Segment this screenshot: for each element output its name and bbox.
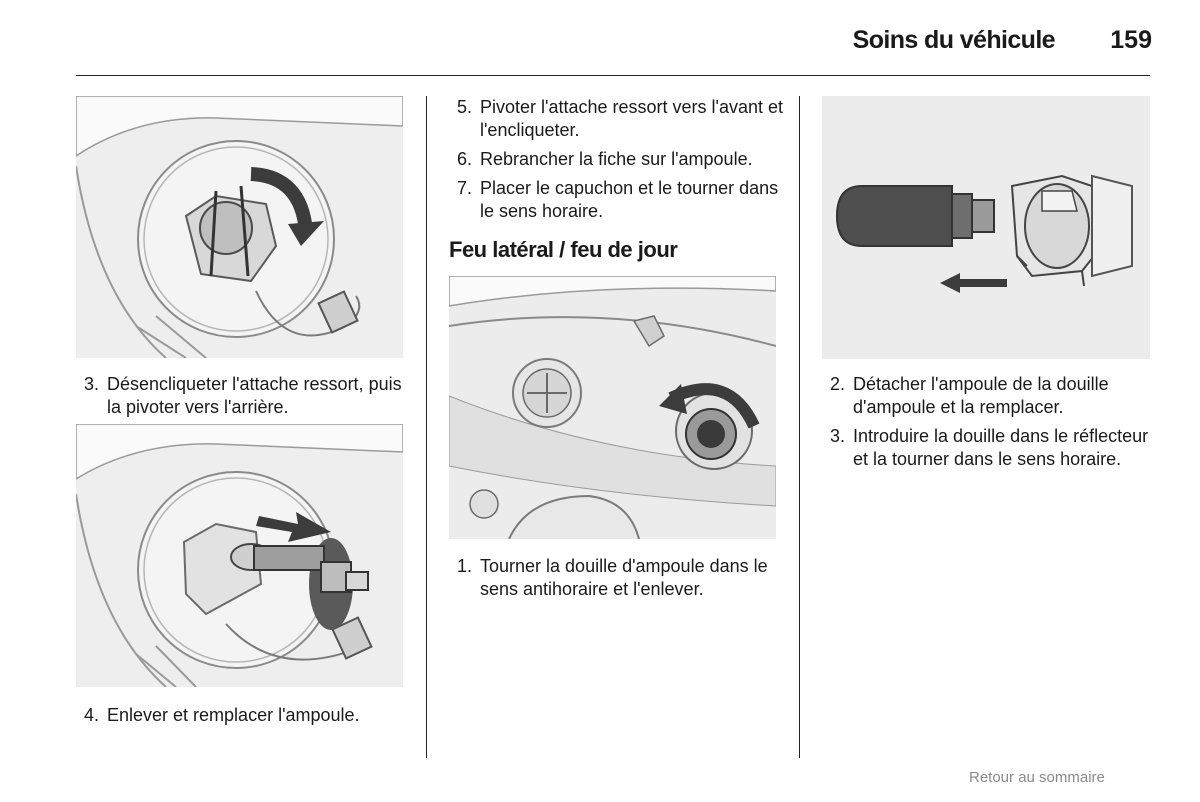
instruction-list-middle-a: 5. Pivoter l'attache ressort vers l'avan… — [449, 96, 789, 229]
instruction-step: 7. Placer le capuchon et le tourner dans… — [449, 177, 789, 223]
instruction-step: 3. Désencliqueter l'attache ressort, pui… — [76, 373, 406, 419]
headlamp-clip-illustration — [76, 96, 403, 358]
section-title: Soins du véhicule — [852, 26, 1056, 54]
step-number: 2. — [830, 374, 846, 394]
side-light-illustration — [449, 276, 776, 539]
bulb-socket-illustration — [822, 96, 1150, 359]
step-text: Placer le capuchon et le tourner dans le… — [480, 178, 779, 221]
instruction-step: 2. Détacher l'ampoule de la douille d'am… — [822, 373, 1152, 419]
step-text: Désencliqueter l'attache ressort, puis l… — [107, 374, 402, 417]
header-divider — [76, 75, 1150, 76]
column-divider-right — [799, 96, 800, 758]
instruction-list-left-a: 3. Désencliqueter l'attache ressort, pui… — [76, 373, 406, 425]
instruction-list-middle-b: 1. Tourner la douille d'ampoule dans le … — [449, 555, 789, 607]
instruction-list-right: 2. Détacher l'ampoule de la douille d'am… — [822, 373, 1152, 477]
instruction-step: 4. Enlever et remplacer l'ampoule. — [76, 704, 406, 727]
figure-side-light-socket — [449, 276, 776, 539]
step-text: Tourner la douille d'ampoule dans le sen… — [480, 556, 768, 599]
step-number: 6. — [457, 149, 473, 169]
bulb-removal-illustration — [76, 424, 403, 687]
figure-spring-clip-release — [76, 96, 403, 358]
figure-bulb-and-socket — [822, 96, 1150, 359]
step-text: Rebrancher la fiche sur l'ampoule. — [480, 149, 753, 169]
step-number: 1. — [457, 556, 473, 576]
step-number: 7. — [457, 178, 473, 198]
instruction-list-left-b: 4. Enlever et remplacer l'ampoule. — [76, 704, 406, 733]
step-text: Détacher l'ampoule de la douille d'ampou… — [853, 374, 1109, 417]
step-number: 4. — [84, 705, 100, 725]
instruction-step: 1. Tourner la douille d'ampoule dans le … — [449, 555, 789, 601]
back-to-contents-link[interactable]: Retour au sommaire — [969, 769, 1105, 786]
step-text: Enlever et remplacer l'ampoule. — [107, 705, 360, 725]
step-text: Pivoter l'attache ressort vers l'avant e… — [480, 97, 784, 140]
instruction-step: 3. Introduire la douille dans le réflect… — [822, 425, 1152, 471]
step-number: 3. — [830, 426, 846, 446]
step-number: 3. — [84, 374, 100, 394]
column-divider-left — [426, 96, 427, 758]
section-heading: Feu latéral / feu de jour — [449, 237, 678, 262]
step-text: Introduire la douille dans le réflecteur… — [853, 426, 1149, 469]
figure-bulb-removal — [76, 424, 403, 687]
instruction-step: 5. Pivoter l'attache ressort vers l'avan… — [449, 96, 789, 142]
instruction-step: 6. Rebrancher la fiche sur l'ampoule. — [449, 148, 789, 171]
page-number: 159 — [1110, 26, 1152, 54]
step-number: 5. — [457, 97, 473, 117]
